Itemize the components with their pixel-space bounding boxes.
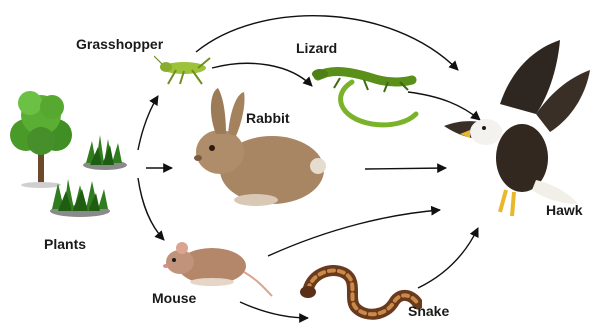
- grasshopper-node: [154, 54, 214, 88]
- rabbit-node: [186, 84, 330, 210]
- arrow-rabbit-to-hawk: [365, 168, 446, 169]
- snake-label: Snake: [408, 303, 449, 319]
- grasshopper-label: Grasshopper: [76, 36, 163, 52]
- arrow-snake-to-hawk: [418, 228, 478, 288]
- hawk-illustration: [440, 34, 592, 230]
- hawk-node: [440, 34, 592, 230]
- rabbit-illustration: [186, 84, 330, 210]
- plants-node: [2, 85, 142, 235]
- plants-illustration: [2, 85, 142, 235]
- lizard-label: Lizard: [296, 40, 337, 56]
- snake-node: [300, 254, 422, 326]
- arrow-mouse-to-hawk: [268, 210, 440, 256]
- mouse-label: Mouse: [152, 290, 196, 306]
- grasshopper-illustration: [154, 54, 214, 88]
- snake-illustration: [300, 254, 422, 326]
- hawk-label: Hawk: [546, 202, 583, 218]
- plants-label: Plants: [44, 236, 86, 252]
- arrow-grasshopper-to-lizard: [212, 63, 312, 86]
- arrow-mouse-to-snake: [240, 302, 308, 318]
